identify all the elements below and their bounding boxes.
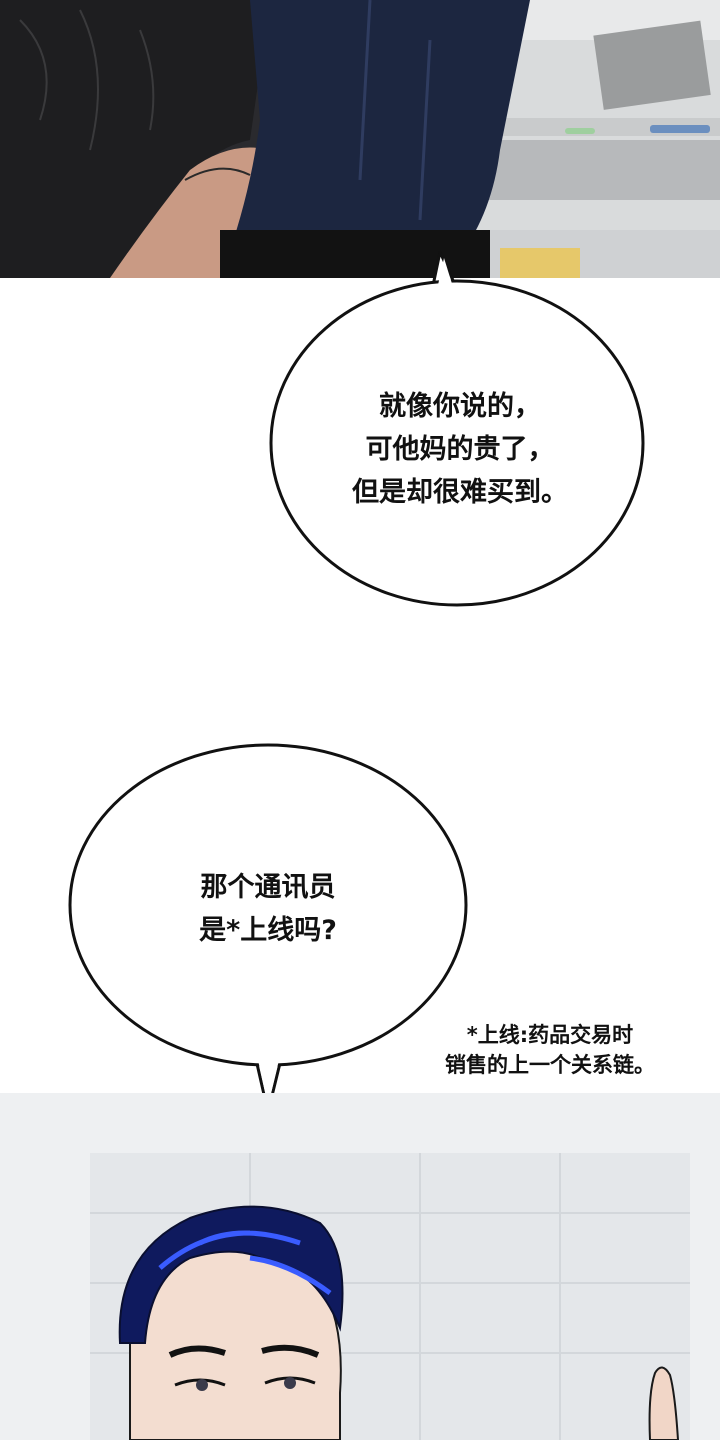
office-desk [480, 140, 720, 200]
footnote-line: 销售的上一个关系链。 [445, 1053, 655, 1077]
bottom-comic-panel [0, 1093, 720, 1440]
hair-highlights [158, 1230, 332, 1296]
suit-folds [358, 0, 432, 221]
ear-outline [184, 167, 251, 181]
desk-item-blue [650, 125, 710, 133]
character-hair [0, 0, 270, 278]
bubble-one-tail-fill [434, 258, 458, 303]
bubble-one-text: 就像你说的， 可他妈的贵了， 但是却很难买到。 [300, 385, 620, 514]
footnote-line: *上线:药品交易时 [466, 1023, 634, 1047]
bubble-one-line: 但是却很难买到。 [352, 477, 568, 508]
office-photo [593, 20, 711, 110]
bubble-two-line: 那个通讯员 [200, 872, 336, 903]
bubble-one-line: 就像你说的， [379, 391, 541, 422]
bubble-one-line: 可他妈的贵了， [365, 434, 555, 465]
left-pupil [196, 1379, 208, 1391]
left-eyebrow [168, 1345, 226, 1358]
character-suit [220, 0, 530, 278]
raised-hand [648, 1366, 680, 1440]
hair-strands [19, 9, 155, 151]
desk-item-green [565, 128, 595, 134]
footnote: *上线:药品交易时 销售的上一个关系链。 [400, 1020, 700, 1080]
right-pupil [284, 1377, 296, 1389]
right-eyebrow [261, 1344, 320, 1358]
office-yellow-box [500, 248, 580, 278]
bubble-two-tail-fill [258, 1060, 279, 1106]
bottom-panel-illustration [0, 1093, 720, 1440]
bubble-one [269, 279, 645, 607]
bubble-two-line: 是*上线吗? [199, 915, 337, 946]
bubble-two-text: 那个通讯员 是*上线吗? [108, 866, 428, 952]
